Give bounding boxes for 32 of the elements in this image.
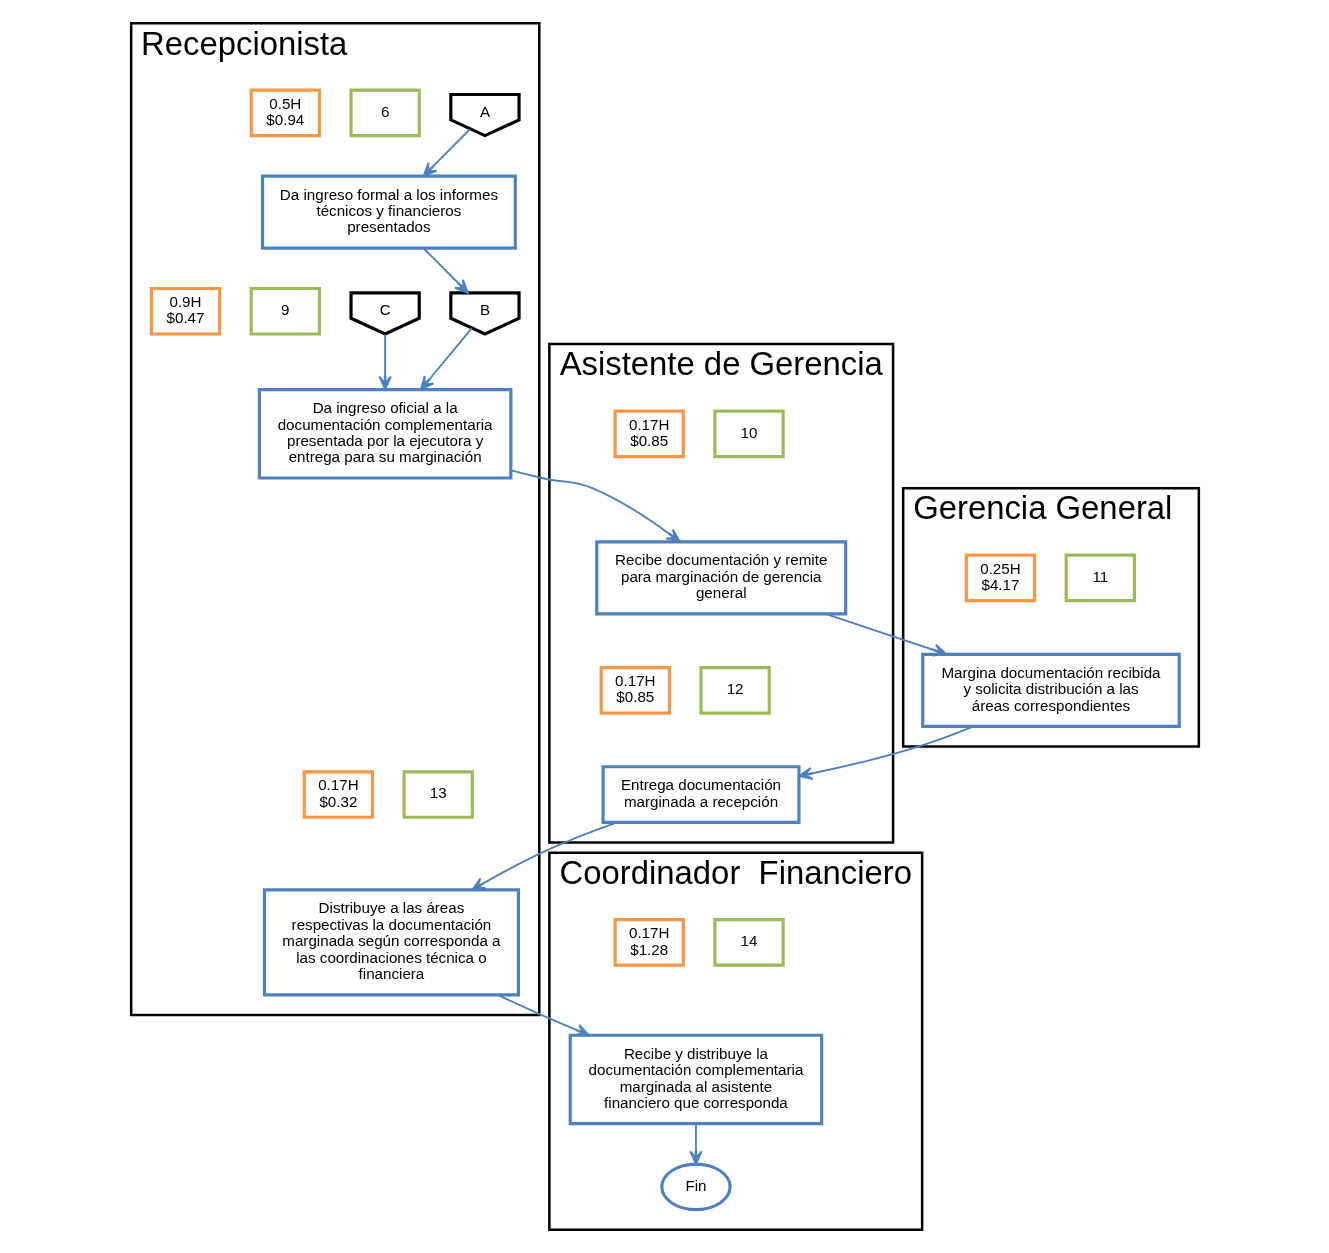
node-box: Recibe y distribuye la documentación complementaria marginada al asistente financiero que corresponda <box>568 1033 823 1126</box>
node-ellipse: Fin <box>659 1162 732 1212</box>
node-box: 0.17H $0.85 <box>599 665 671 715</box>
node-box: 0.5H $0.94 <box>249 88 321 138</box>
node-box: 10 <box>712 409 785 459</box>
node-box: Da ingreso oficial a la documentación complementaria presentada por la ejecutora y entrega para su marginación <box>257 388 512 480</box>
arrow <box>688 1123 703 1165</box>
node-box: Recibe documentación y remite para marginación de gerencia general <box>594 540 847 616</box>
node-box: 12 <box>698 665 771 715</box>
node-box: 0.17H $1.28 <box>613 918 685 967</box>
arrow <box>419 327 473 391</box>
node-box: 0.17H $0.85 <box>613 409 685 459</box>
node-box: Margina documentación recibida y solicita distribución a las áreas correspondientes <box>920 652 1181 728</box>
node-box: 0.9H $0.47 <box>149 286 221 336</box>
node-box: 0.25H $4.17 <box>964 553 1036 603</box>
node-box: 13 <box>402 770 474 819</box>
node-box: 14 <box>712 918 785 967</box>
node-box: 11 <box>1064 553 1136 603</box>
arrow <box>378 333 392 391</box>
node-box: Da ingreso formal a los informes técnicos y financieros presentados <box>260 174 517 250</box>
arrow <box>422 128 471 177</box>
arrow <box>470 821 618 891</box>
arrow <box>422 247 469 294</box>
node-box: 0.17H $0.32 <box>302 770 374 819</box>
node-box: Distribuye a las áreas respectivas la documentación marginada según corresponda a las coordinaciones técnica o financiera <box>262 888 520 997</box>
node-box: 9 <box>249 286 321 336</box>
arrow <box>509 469 681 543</box>
arrow <box>824 612 947 657</box>
arrow <box>496 993 590 1037</box>
node-box: 6 <box>348 88 421 138</box>
arrow <box>797 725 975 781</box>
node-box: Entrega documentación marginada a recepción <box>601 765 800 824</box>
